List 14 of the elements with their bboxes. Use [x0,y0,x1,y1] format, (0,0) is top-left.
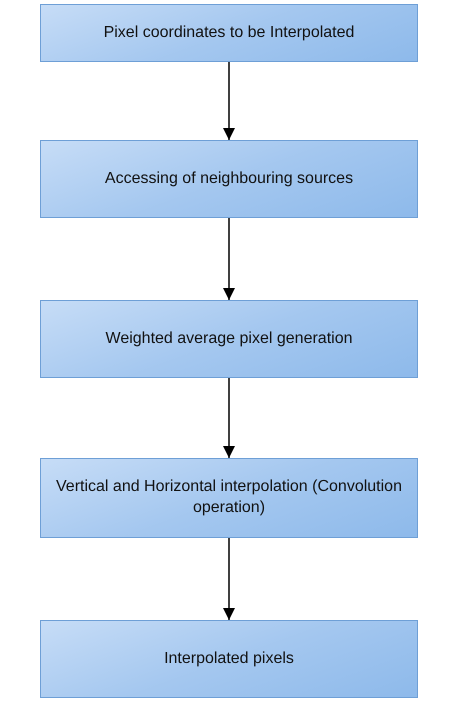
box-label: Interpolated pixels [164,648,294,669]
box-label: Pixel coordinates to be Interpolated [104,22,354,43]
process-box [40,458,418,538]
box-label: Weighted average pixel generation [106,328,352,349]
process-box [40,4,418,62]
arrow [223,218,235,300]
box-label: Vertical and Horizontal interpolation (Convolution operation) [55,477,403,518]
arrow [223,62,235,140]
process-box [40,620,418,698]
arrow [223,378,235,458]
process-box [40,140,418,218]
arrow [223,538,235,620]
process-box [40,300,418,378]
box-label: Accessing of neighbouring sources [104,168,354,189]
